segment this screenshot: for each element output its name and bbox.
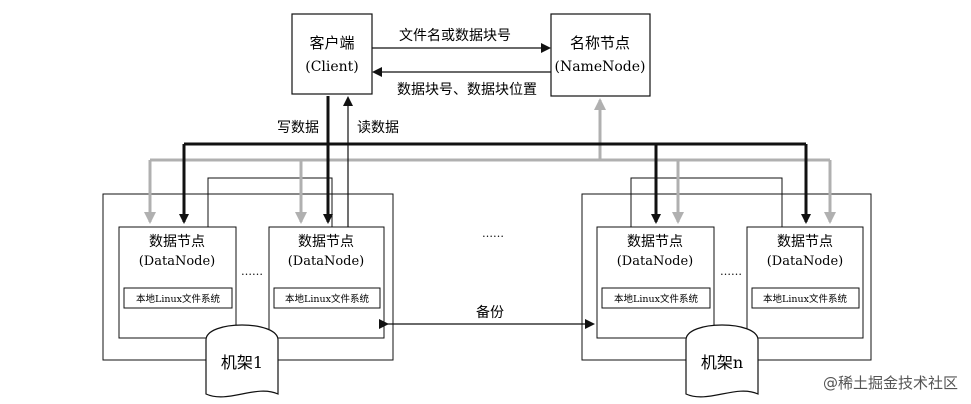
datanode-sub: (DataNode) bbox=[288, 254, 365, 269]
datanode-sub: (DataNode) bbox=[767, 254, 844, 269]
client-sub: (Client) bbox=[305, 59, 359, 75]
datanode-sub: (DataNode) bbox=[139, 254, 216, 269]
rack1-ellipsis: …… bbox=[241, 265, 263, 278]
rack1-datanode-1 bbox=[118, 226, 237, 339]
local-fs-box bbox=[751, 287, 860, 309]
local-fs-box bbox=[123, 287, 233, 309]
namenode-box bbox=[550, 13, 651, 97]
rack1-label: 机架1 bbox=[221, 353, 263, 372]
rackn-datanode-1 bbox=[596, 226, 715, 339]
local-fs-label: 本地Linux文件系统 bbox=[136, 293, 220, 305]
write-label: 写数据 bbox=[277, 120, 319, 136]
rack1-cylinder bbox=[205, 324, 279, 398]
datanode-sub: (DataNode) bbox=[617, 254, 694, 269]
rackn-datanode-2 bbox=[746, 226, 864, 339]
arrow-block-and-location-label: 数据块号、数据块位置 bbox=[397, 82, 537, 98]
local-fs-box bbox=[601, 287, 711, 309]
datanode-title: 数据节点 bbox=[627, 234, 683, 250]
local-fs-box bbox=[273, 287, 381, 309]
rackn-label: 机架n bbox=[701, 353, 743, 372]
datanode-title: 数据节点 bbox=[777, 234, 833, 250]
local-fs-label: 本地Linux文件系统 bbox=[285, 293, 369, 305]
rack1-link-line bbox=[207, 177, 333, 230]
watermark: @稀土掘金技术社区 bbox=[823, 374, 958, 392]
middle-ellipsis: …… bbox=[482, 227, 504, 240]
datanode-title: 数据节点 bbox=[149, 234, 205, 250]
client-box bbox=[291, 13, 373, 95]
backup-label: 备份 bbox=[476, 304, 504, 321]
rackn-cylinder bbox=[685, 324, 759, 398]
read-label: 读数据 bbox=[357, 119, 399, 136]
local-fs-label: 本地Linux文件系统 bbox=[763, 293, 847, 305]
datanode-title: 数据节点 bbox=[298, 234, 354, 250]
rackn-link-line bbox=[630, 177, 783, 228]
rackn-ellipsis: …… bbox=[720, 265, 742, 278]
arrow-file-or-block-label: 文件名或数据块号 bbox=[399, 28, 511, 44]
namenode-title: 名称节点 bbox=[570, 34, 630, 52]
namenode-sub: (NameNode) bbox=[554, 59, 645, 75]
client-title: 客户端 bbox=[309, 34, 354, 52]
rack1-datanode-2 bbox=[268, 226, 385, 339]
local-fs-label: 本地Linux文件系统 bbox=[614, 293, 698, 305]
